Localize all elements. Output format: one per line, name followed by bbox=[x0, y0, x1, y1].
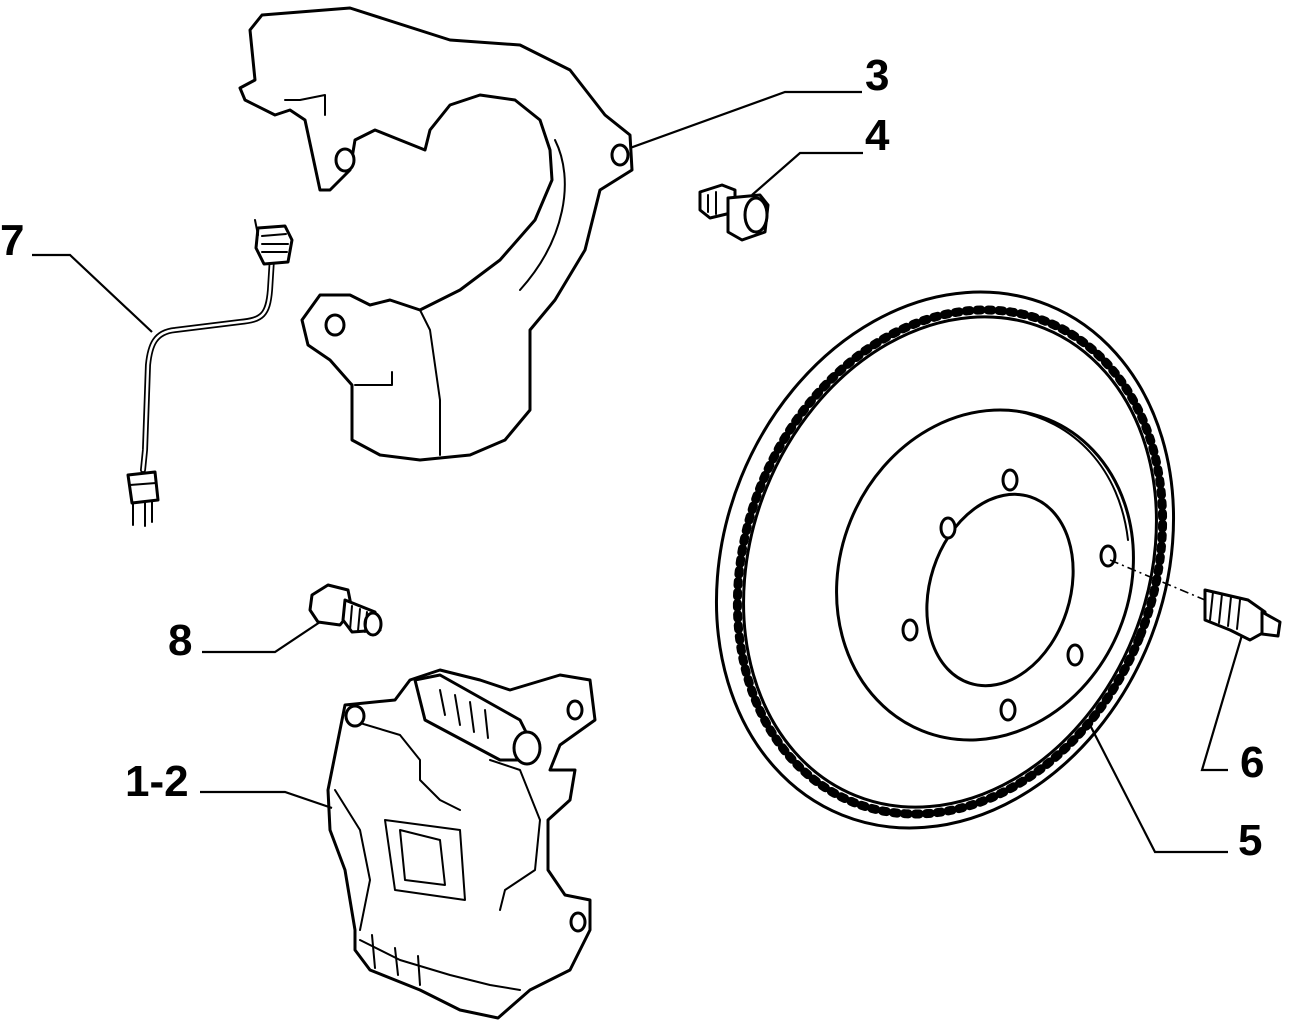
leader-line-7 bbox=[32, 253, 153, 333]
leader-line-3 bbox=[629, 90, 862, 150]
caliper-bolt bbox=[308, 583, 383, 637]
wheel-stud bbox=[1203, 588, 1282, 642]
leader-line-1-2 bbox=[200, 790, 333, 810]
dust-shield bbox=[238, 6, 634, 462]
brake-disc bbox=[714, 290, 1176, 830]
leader-line-5 bbox=[1089, 724, 1228, 854]
leader-line-4 bbox=[751, 151, 863, 196]
stud-axis-line bbox=[1109, 559, 1206, 601]
callout-label-5: 5 bbox=[1238, 816, 1262, 865]
leader-line-6 bbox=[1200, 634, 1244, 772]
callout-label-6: 6 bbox=[1240, 738, 1264, 787]
callout-label-1-2: 1-2 bbox=[125, 757, 189, 806]
leader-line-8 bbox=[202, 621, 321, 654]
callout-label-7: 7 bbox=[0, 216, 24, 265]
shield-bolt bbox=[698, 183, 770, 242]
callout-label-4: 4 bbox=[865, 111, 890, 160]
callout-label-8: 8 bbox=[168, 616, 192, 665]
callout-label-3: 3 bbox=[865, 51, 889, 100]
wear-sensor-cable bbox=[126, 219, 294, 527]
brake-caliper bbox=[326, 668, 597, 1020]
